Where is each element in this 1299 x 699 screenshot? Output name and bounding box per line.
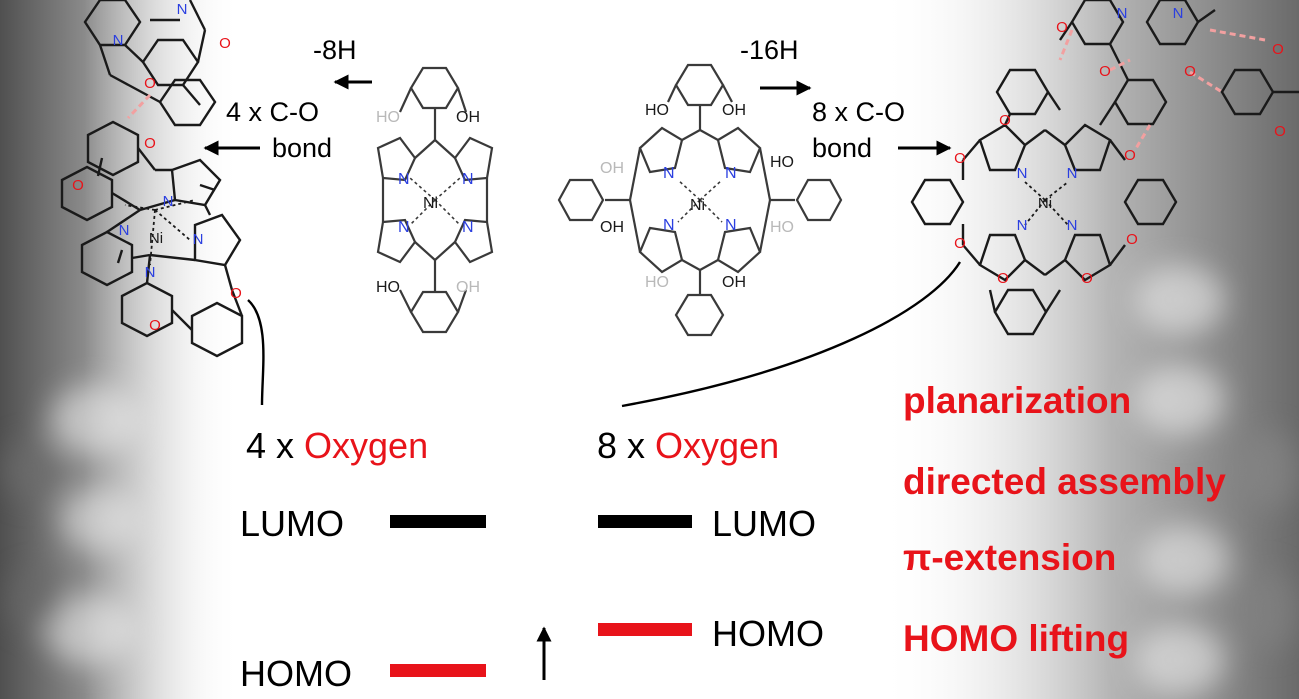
nitrogen-atom: N <box>1067 165 1078 182</box>
feature-list: planarization directed assembly π-extens… <box>903 380 1226 659</box>
left-bond-count: 4 x C-O <box>226 97 319 127</box>
faded-hydroxyl: OH <box>600 160 624 177</box>
right-lumo-label: LUMO <box>712 503 816 544</box>
oxygen-atom: O <box>954 235 966 252</box>
nitrogen-atom: N <box>1117 5 1128 22</box>
left-fused-porphyrin-dimer <box>60 0 265 406</box>
reaction-labels: -8H 4 x C-O bond -16H 8 x C-O bond <box>226 35 905 163</box>
nitrogen-atom: N <box>1017 217 1028 234</box>
nitrogen-atom: N <box>1017 165 1028 182</box>
oxygen-atom: O <box>72 177 84 194</box>
nitrogen-atom: N <box>163 193 174 210</box>
left-homo-label: HOMO <box>240 653 352 694</box>
nitrogen-atom: N <box>725 165 737 182</box>
nitrogen-atom: N <box>177 1 188 18</box>
hydroxyl: HO <box>376 279 400 296</box>
nitrogen-atom: N <box>119 222 130 239</box>
right-bond-word: bond <box>812 133 872 163</box>
faded-hydroxyl: HO <box>770 219 794 236</box>
energy-level-diagram: 4 x Oxygen 8 x Oxygen LUMO LUMO HOMO HOM… <box>240 425 824 694</box>
nitrogen-atom: N <box>113 32 124 49</box>
left-dimer-atom-labels: O O N N O O N N Ni N N O O <box>72 1 242 334</box>
oxygen-atom: O <box>1081 270 1093 287</box>
nitrogen-atom: N <box>398 171 410 188</box>
hydroxyl: HO <box>770 154 794 171</box>
oxygen-atom: O <box>149 317 161 334</box>
right-homo-level <box>598 623 692 636</box>
nitrogen-atom: N <box>462 219 474 236</box>
oxygen-atom: O <box>999 112 1011 129</box>
faded-hydroxyl: HO <box>376 109 400 126</box>
substituted-monomer-atom-labels: HO OH OH OH HO HO N N Ni N N HO OH <box>600 102 794 291</box>
hydroxyl: HO <box>645 102 669 119</box>
oxygen-atom: O <box>230 285 242 302</box>
nitrogen-atom: N <box>462 171 474 188</box>
dihydroxyphenyl-ni-porphyrin <box>376 66 494 334</box>
right-bond-count: 8 x C-O <box>812 97 905 127</box>
left-oxygen-count: 4 x Oxygen <box>246 425 428 466</box>
right-homo-label: HOMO <box>712 613 824 654</box>
right-lumo-level <box>598 515 692 528</box>
oxygen-atom: O <box>1272 41 1284 58</box>
hydroxyl: OH <box>600 219 624 236</box>
oxygen-atom: O <box>997 270 1009 287</box>
oxygen-atom: O <box>219 35 231 52</box>
feature-pi-extension: π-extension <box>903 537 1116 578</box>
left-hydrogen-loss: -8H <box>313 35 357 65</box>
right-oxygen-count: 8 x Oxygen <box>597 425 779 466</box>
fused-network-atom-labels: O N N O O O O O O O N N Ni N N O O O O <box>954 5 1286 287</box>
feature-directed-assembly: directed assembly <box>903 461 1226 502</box>
oxygen-atom: O <box>144 135 156 152</box>
hydroxyl: OH <box>456 109 480 126</box>
oxygen-atom: O <box>954 150 966 167</box>
feature-homo-lifting: HOMO lifting <box>903 618 1129 659</box>
nitrogen-atom: N <box>663 217 675 234</box>
nickel-atom: Ni <box>423 195 438 212</box>
left-homo-level <box>390 664 486 677</box>
oxygen-atom: O <box>1184 63 1196 80</box>
hydroxyl: OH <box>722 102 746 119</box>
nitrogen-atom: N <box>663 165 675 182</box>
nickel-atom: Ni <box>690 197 705 214</box>
left-bond-word: bond <box>272 133 332 163</box>
nitrogen-atom: N <box>193 231 204 248</box>
oxygen-atom: O <box>1126 231 1138 248</box>
nitrogen-atom: N <box>398 219 410 236</box>
fused-octaoxa-porphyrin-network <box>621 0 1299 408</box>
nitrogen-atom: N <box>1067 217 1078 234</box>
nitrogen-atom: N <box>145 264 156 281</box>
faded-hydroxyl: HO <box>645 274 669 291</box>
nitrogen-atom: N <box>725 217 737 234</box>
nickel-atom: Ni <box>149 230 163 247</box>
nitrogen-atom: N <box>1173 5 1184 22</box>
monomer-atom-labels: HO OH N N Ni N N HO OH <box>376 109 480 296</box>
oxygen-atom: O <box>1124 147 1136 164</box>
nickel-atom: Ni <box>1038 195 1052 212</box>
oxygen-atom: O <box>144 75 156 92</box>
energy-level-bars <box>390 515 692 677</box>
reaction-arrows <box>203 74 952 680</box>
oxygen-atom: O <box>1099 63 1111 80</box>
oxygen-atom: O <box>1056 19 1068 36</box>
left-lumo-label: LUMO <box>240 503 344 544</box>
oxygen-atom: O <box>1274 123 1286 140</box>
tetrakis-dihydroxyphenyl-ni-porphyrin <box>557 63 843 337</box>
faded-hydroxyl: OH <box>456 279 480 296</box>
hydroxyl: OH <box>722 274 746 291</box>
right-hydrogen-loss: -16H <box>740 35 799 65</box>
left-lumo-level <box>390 515 486 528</box>
feature-planarization: planarization <box>903 380 1131 421</box>
